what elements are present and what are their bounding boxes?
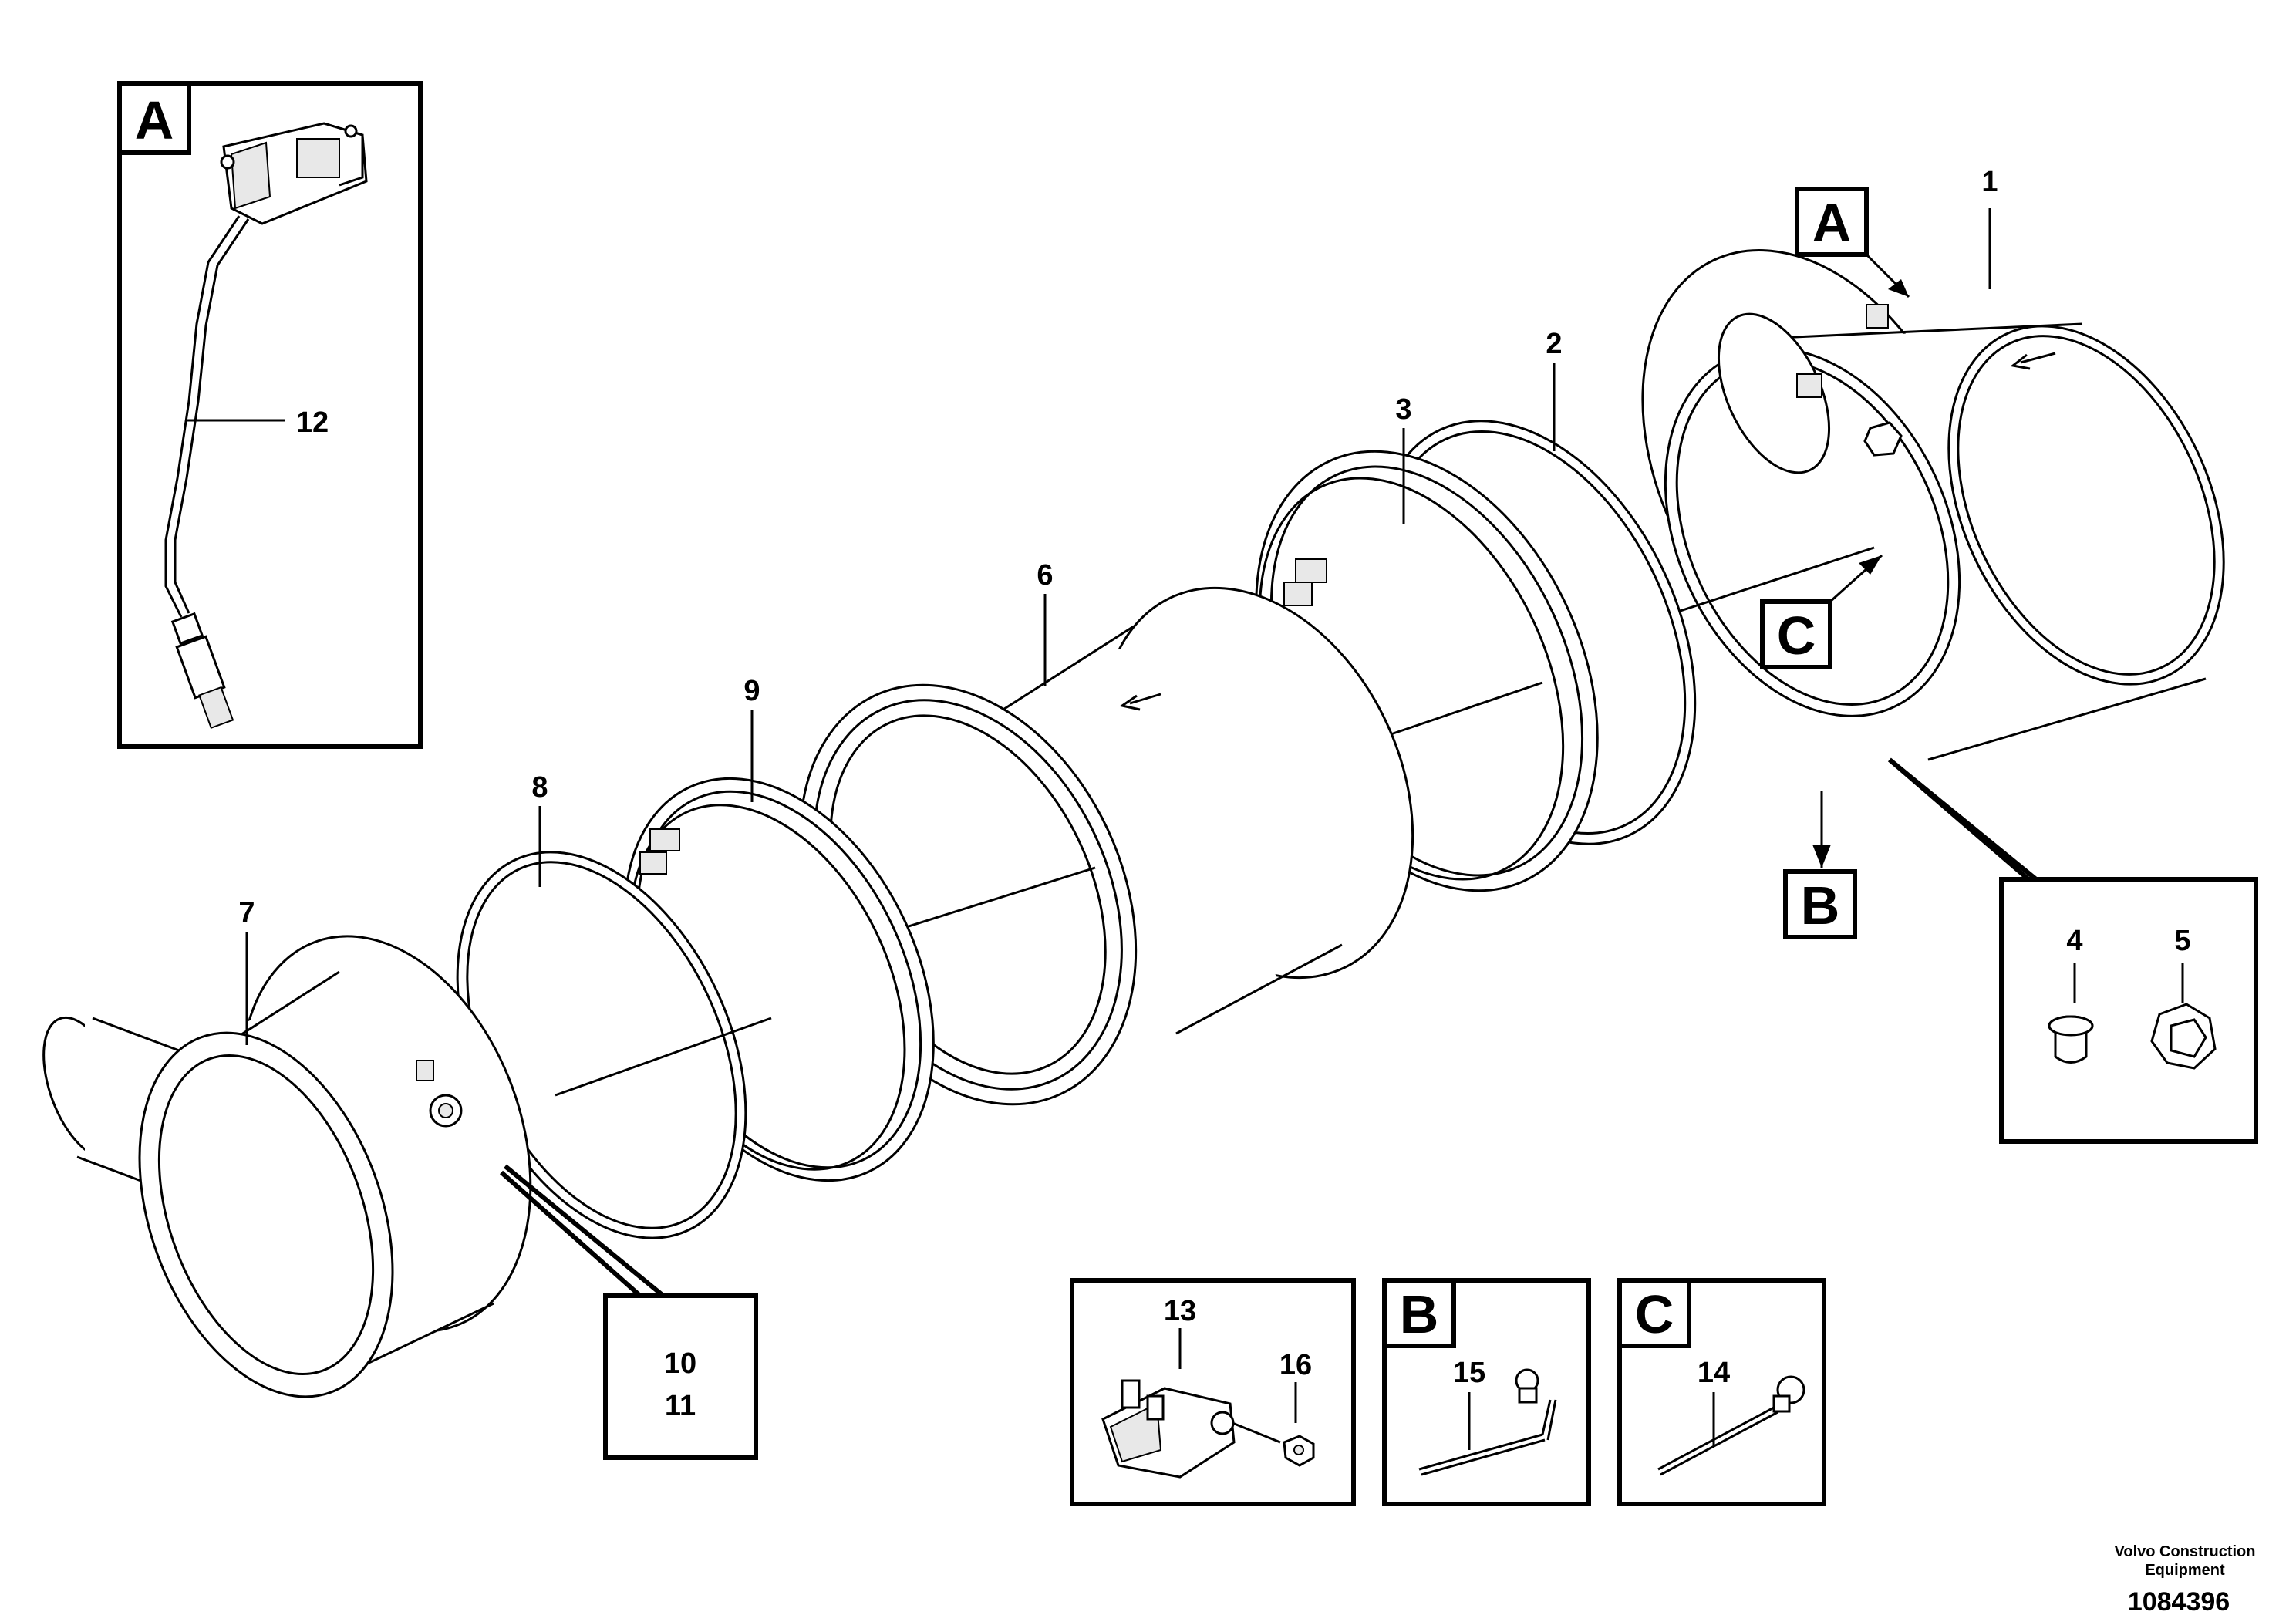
pressure-sensor-13	[1101, 1379, 1236, 1479]
plug-part-4	[2048, 1015, 2094, 1064]
callout-4: 4	[2066, 925, 2082, 957]
nut-16	[1283, 1435, 1315, 1467]
callout-7: 7	[238, 897, 255, 929]
callout-2: 2	[1546, 328, 1562, 360]
brand-line-1: Volvo Construction	[2115, 1543, 2256, 1560]
callout-9: 9	[743, 675, 760, 707]
inset-a-panel: A 12	[117, 81, 423, 749]
inset-c-label: C	[1635, 1284, 1674, 1344]
temp-sensor-14	[1657, 1375, 1805, 1476]
part-7-housing	[42, 935, 532, 1398]
drawing-number: 1084396	[2128, 1587, 2230, 1617]
inset-b-label: B	[1400, 1284, 1439, 1344]
callout-13: 13	[1164, 1295, 1196, 1327]
pointer-c-box	[1760, 599, 1832, 669]
sensor-probe	[170, 612, 234, 730]
inset-c-panel: C 14	[1617, 1278, 1826, 1506]
callout-14: 14	[1698, 1357, 1730, 1389]
brand-line-2: Equipment	[2145, 1562, 2225, 1579]
cap-part-5	[2150, 1003, 2217, 1070]
pointer-a-box	[1795, 187, 1869, 257]
callout-3: 3	[1395, 393, 1411, 426]
temp-sensor-15	[1418, 1368, 1557, 1476]
callout-5: 5	[2174, 925, 2190, 957]
pointer-b-box	[1783, 869, 1857, 939]
pointer-c-label: C	[1777, 605, 1816, 666]
detail-4-5: 4 5	[1888, 757, 2258, 1144]
inset-13-16: 13 16	[1070, 1278, 1356, 1506]
callout-11: 11	[665, 1390, 696, 1422]
nox-sensor-module	[220, 122, 368, 225]
detail-10-11: 10 11	[500, 1164, 758, 1460]
callout-16: 16	[1279, 1349, 1312, 1381]
callout-10: 10	[664, 1347, 696, 1380]
inset-a-label: A	[135, 90, 174, 150]
callout-15: 15	[1453, 1357, 1485, 1389]
callout-1: 1	[1981, 166, 1998, 198]
callout-8: 8	[531, 771, 548, 804]
callout-6: 6	[1037, 559, 1053, 592]
sensor-cable	[164, 215, 241, 618]
pointer-a-label: A	[1812, 193, 1852, 253]
callout-12: 12	[296, 406, 329, 439]
inset-b-panel: B 15	[1382, 1278, 1591, 1506]
part-1-housing	[1507, 249, 2225, 761]
pointer-b-label: B	[1801, 875, 1840, 936]
